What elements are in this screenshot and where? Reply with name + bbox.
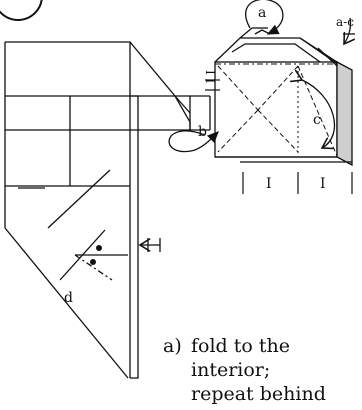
fold-point-dot xyxy=(96,245,102,251)
label-c: c xyxy=(313,112,321,128)
step-number-circle xyxy=(0,0,43,21)
label-b: b xyxy=(198,124,207,140)
left-model xyxy=(4,41,191,379)
roman-label-vertical: I I xyxy=(203,70,217,84)
label-d: d xyxy=(64,290,73,306)
right-model xyxy=(214,27,353,167)
label-a-c: a-c xyxy=(336,15,354,29)
roman-label-right: I xyxy=(320,176,326,192)
connector-strip xyxy=(190,95,211,131)
fold-point-dot xyxy=(90,259,96,265)
roman-label-left: I xyxy=(266,176,272,192)
instruction-marker: a) xyxy=(163,335,182,357)
label-a: a xyxy=(258,5,266,21)
instruction-line-1: a)fold to the xyxy=(163,335,290,357)
instruction-text: a)fold to the interior; repeat behind xyxy=(163,334,362,406)
fold-arrows xyxy=(140,0,355,252)
instruction-line-2: interior; xyxy=(191,359,271,381)
measure-ticks xyxy=(205,79,353,194)
instruction-line-3: repeat behind xyxy=(191,383,326,405)
